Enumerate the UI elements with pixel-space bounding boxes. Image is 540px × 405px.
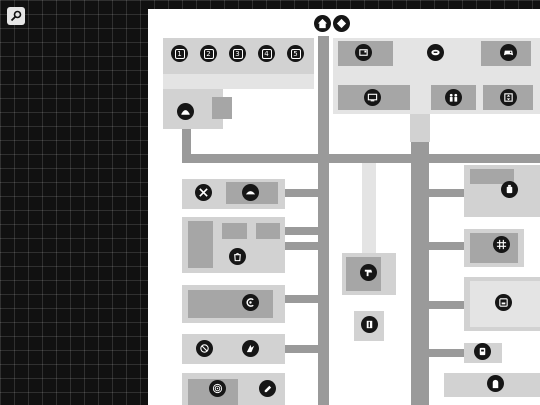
ticket-window-label: 5 xyxy=(290,48,301,59)
arrival-room-inner xyxy=(212,97,232,119)
corridor-branch-3 xyxy=(278,242,322,250)
book-icon xyxy=(264,385,272,393)
poi-no-smoking[interactable] xyxy=(196,340,213,357)
poi-wash[interactable] xyxy=(360,264,377,281)
poi-mailbox[interactable] xyxy=(487,375,504,392)
slot-icon xyxy=(366,320,373,329)
arrival-icon xyxy=(181,110,190,115)
mailbox-icon xyxy=(492,379,499,389)
poi-family[interactable] xyxy=(445,89,462,106)
poi-slot[interactable] xyxy=(361,316,378,333)
ticket-hall-strip xyxy=(163,74,314,89)
poi-shopping-bag[interactable] xyxy=(229,248,246,265)
corridor-branch-1 xyxy=(278,189,322,197)
gamepad-icon xyxy=(503,50,514,56)
poi-water-tap[interactable] xyxy=(242,294,259,311)
poi-bed[interactable] xyxy=(427,44,444,61)
poi-book[interactable] xyxy=(259,380,276,397)
ticket-window-1[interactable]: 1 xyxy=(171,45,188,62)
poi-tools[interactable] xyxy=(195,184,212,201)
floor-map: 1 2 3 4 5 xyxy=(148,9,540,405)
poi-elevator[interactable] xyxy=(500,89,517,106)
bed-icon xyxy=(431,49,440,56)
corridor-left-spur xyxy=(182,129,191,159)
room-shopping-inner-3 xyxy=(256,223,280,239)
home-icon xyxy=(317,18,328,29)
tea-icon xyxy=(479,347,486,356)
id-card-icon xyxy=(246,344,255,353)
corridor-horizontal-upper xyxy=(182,154,540,163)
wash-icon xyxy=(364,269,373,277)
poi-cap[interactable] xyxy=(242,184,259,201)
cap-icon xyxy=(245,191,256,195)
poi-monitor[interactable] xyxy=(364,89,381,106)
corridor-right-branch-4 xyxy=(426,349,468,357)
monitor-icon xyxy=(367,93,378,102)
poi-music[interactable] xyxy=(209,380,226,397)
poi-gamepad[interactable] xyxy=(500,44,517,61)
corridor-branch-5 xyxy=(278,345,322,353)
ticket-window-3[interactable]: 3 xyxy=(229,45,246,62)
room-shopping-inner-2 xyxy=(222,223,247,239)
atm-icon xyxy=(499,298,508,307)
family-icon xyxy=(449,93,458,102)
room-shopping-inner-1 xyxy=(188,221,213,268)
corridor-main-vertical xyxy=(318,36,329,405)
poi-tea[interactable] xyxy=(474,343,491,360)
room-medal-inner xyxy=(470,169,514,184)
poi-atm[interactable] xyxy=(495,294,512,311)
search-button[interactable] xyxy=(7,7,25,25)
elevator-icon xyxy=(504,93,513,102)
corridor-center-light xyxy=(362,163,376,253)
corridor-right-vertical xyxy=(411,124,429,405)
diamond-icon xyxy=(336,18,347,29)
poi-medal[interactable] xyxy=(501,181,518,198)
corridor-right-branch-2 xyxy=(426,242,468,250)
poi-grid[interactable] xyxy=(493,236,510,253)
ticket-window-4[interactable]: 4 xyxy=(258,45,275,62)
home-marker[interactable] xyxy=(314,15,331,32)
grid-icon xyxy=(496,239,507,250)
ticket-window-2[interactable]: 2 xyxy=(200,45,217,62)
corridor-branch-4 xyxy=(278,295,322,303)
no-smoking-icon xyxy=(200,344,209,353)
ticket-window-label: 1 xyxy=(174,48,185,59)
ticket-window-label: 3 xyxy=(232,48,243,59)
ticket-window-label: 2 xyxy=(203,48,214,59)
room-water-inner xyxy=(188,290,273,318)
corridor-right-branch-3 xyxy=(426,301,468,309)
poi-restroom[interactable] xyxy=(355,44,372,61)
music-icon xyxy=(212,383,223,394)
shopping-bag-icon xyxy=(234,252,241,262)
corridor-right-branch-1 xyxy=(426,189,468,197)
seated-restroom-icon xyxy=(359,49,368,56)
poi-id-card[interactable] xyxy=(242,340,259,357)
tools-icon xyxy=(199,188,208,197)
ticket-window-label: 4 xyxy=(261,48,272,59)
medal-icon xyxy=(506,184,513,194)
corridor-branch-2 xyxy=(278,227,322,235)
top-right-connector xyxy=(410,114,430,142)
water-tap-icon xyxy=(246,298,254,307)
diamond-marker[interactable] xyxy=(333,15,350,32)
poi-arrival[interactable] xyxy=(177,103,194,120)
ticket-window-5[interactable]: 5 xyxy=(287,45,304,62)
magnifier-icon xyxy=(10,10,22,22)
